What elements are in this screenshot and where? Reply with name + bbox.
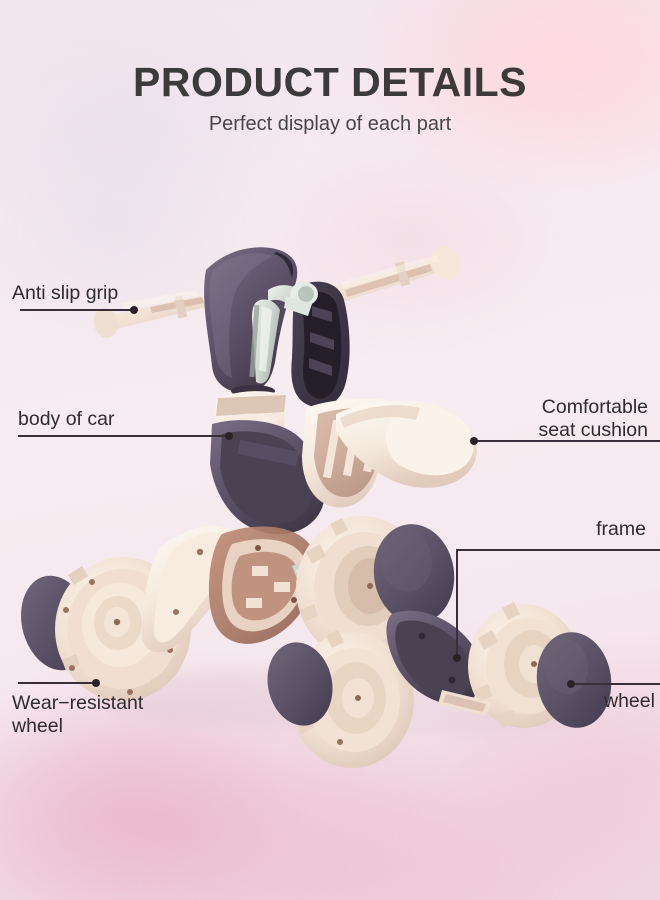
part-left-grip [93,290,210,338]
part-rear-wheel-lower [267,630,414,768]
callout-label-anti-slip-grip: Anti slip grip [12,282,119,304]
callout-label-seat-cushion: Comfortable seat cushion [538,396,649,441]
leader-line-body-of-car [18,435,229,437]
part-seat-cushion [336,400,477,488]
leader-line-seat-cushion [476,440,660,442]
leader-line-wear-resistant-wheel [18,682,96,684]
part-steering-stem [249,282,318,384]
leader-dot-body-of-car [225,432,233,440]
part-inner-shell [208,526,317,644]
leader-dot-frame [453,654,461,662]
leader-line-wheel [572,683,660,685]
part-right-grip [330,246,461,302]
leader-dot-wheel [567,680,575,688]
callout-label-wheel: wheel [604,690,655,712]
part-small-connector [438,690,492,716]
page-subtitle: Perfect display of each part [208,113,452,135]
leader-dot-wear-resistant-wheel [92,679,100,687]
callout-label-frame: frame [596,518,646,540]
part-mid-frame-purple [210,420,325,535]
leader-dot-anti-slip-grip [130,306,138,314]
callout-label-body-of-car: body of car [18,408,115,430]
part-right-wheel [468,602,612,728]
leader-line-frame-vertical [456,549,458,659]
leader-dot-seat-cushion [470,437,478,445]
callout-label-wear-resistant-wheel: Wear−resistant wheel [12,692,144,737]
page-title: PRODUCT DETAILS [133,59,527,105]
leader-line-anti-slip-grip [20,309,134,311]
leader-line-frame-horizontal [456,549,660,551]
